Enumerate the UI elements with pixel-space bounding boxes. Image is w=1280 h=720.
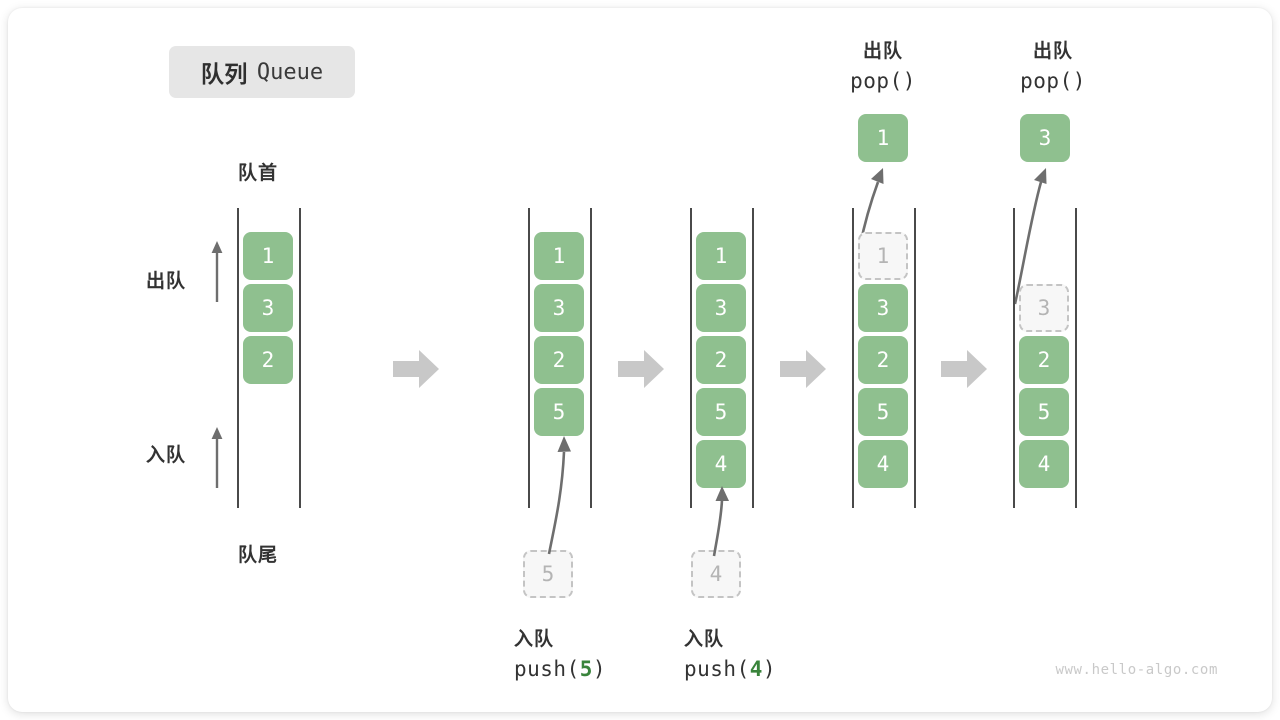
code-prefix: push( bbox=[514, 656, 580, 681]
queue-rail-right-5 bbox=[1075, 208, 1077, 508]
code-suffix: ) bbox=[762, 656, 777, 681]
queue-cell: 2 bbox=[696, 336, 746, 384]
popped-cell: 1 bbox=[858, 114, 908, 162]
queue-cell: 1 bbox=[696, 232, 746, 280]
step-arrow-icon bbox=[393, 350, 439, 388]
queue-rail-right-3 bbox=[752, 208, 754, 508]
queue-cell: 5 bbox=[1019, 388, 1069, 436]
caption-cn: 出队 bbox=[862, 41, 903, 62]
queue-cell: 2 bbox=[243, 336, 293, 384]
queue-rail-left-3 bbox=[690, 208, 692, 508]
queue-cell: 2 bbox=[1019, 336, 1069, 384]
incoming-ghost-cell: 5 bbox=[523, 550, 573, 598]
incoming-ghost-cell: 4 bbox=[691, 550, 741, 598]
queue-rail-left-2 bbox=[528, 208, 530, 508]
caption-push-4: 入队 push(4) bbox=[684, 626, 804, 684]
code-prefix: push( bbox=[684, 656, 750, 681]
label-dequeue: 出队 bbox=[146, 271, 187, 292]
enqueue-up-arrow-icon bbox=[211, 427, 223, 488]
dequeue-up-arrow-icon bbox=[211, 241, 223, 302]
popped-cell: 3 bbox=[1020, 114, 1070, 162]
title-en: Queue bbox=[256, 59, 324, 85]
caption-pop-1: 出队 pop() bbox=[828, 38, 938, 96]
step-arrow-icon bbox=[618, 350, 664, 388]
queue-cell: 1 bbox=[534, 232, 584, 280]
caption-cn: 出队 bbox=[1032, 41, 1073, 62]
caption-pop-3: 出队 pop() bbox=[998, 38, 1108, 96]
code-arg: 5 bbox=[579, 656, 593, 681]
queue-rail-right-4 bbox=[914, 208, 916, 508]
queue-rail-left-4 bbox=[852, 208, 854, 508]
title-cn: 队列 bbox=[200, 61, 248, 87]
queue-cell: 2 bbox=[858, 336, 908, 384]
queue-cell-removed: 1 bbox=[858, 232, 908, 280]
caption-cn: 入队 bbox=[514, 629, 555, 650]
title-badge: 队列 Queue bbox=[169, 46, 355, 98]
queue-cell: 1 bbox=[243, 232, 293, 280]
queue-cell: 5 bbox=[858, 388, 908, 436]
queue-cell: 3 bbox=[858, 284, 908, 332]
queue-cell: 4 bbox=[858, 440, 908, 488]
queue-cell: 3 bbox=[243, 284, 293, 332]
queue-cell: 3 bbox=[534, 284, 584, 332]
step-arrow-icon bbox=[780, 350, 826, 388]
queue-cell-new: 5 bbox=[534, 388, 584, 436]
queue-rail-left-1 bbox=[237, 208, 239, 508]
push-arrow-icon bbox=[712, 486, 729, 557]
queue-rail-right-1 bbox=[299, 208, 301, 508]
queue-cell-new: 4 bbox=[696, 440, 746, 488]
step-arrow-icon bbox=[941, 350, 987, 388]
code-suffix: ) bbox=[592, 656, 607, 681]
queue-cell-removed: 3 bbox=[1019, 284, 1069, 332]
queue-cell: 3 bbox=[696, 284, 746, 332]
caption-code: push(5) bbox=[514, 654, 634, 684]
queue-cell: 4 bbox=[1019, 440, 1069, 488]
caption-cn: 入队 bbox=[684, 629, 725, 650]
pop-arrow-icon bbox=[1013, 168, 1047, 305]
diagram-canvas: 队列 Queue 队首 队尾 出队 入队 1 3 2 1 3 2 5 5 入队 … bbox=[8, 8, 1272, 712]
label-rear: 队尾 bbox=[238, 545, 279, 566]
caption-push-5: 入队 push(5) bbox=[514, 626, 634, 684]
caption-code: push(4) bbox=[684, 654, 804, 684]
queue-rail-right-2 bbox=[590, 208, 592, 508]
code-arg: 4 bbox=[749, 656, 763, 681]
watermark: www.hello-algo.com bbox=[1055, 662, 1218, 678]
push-arrow-icon bbox=[547, 436, 571, 555]
label-enqueue: 入队 bbox=[146, 445, 187, 466]
queue-cell: 5 bbox=[696, 388, 746, 436]
queue-rail-left-5 bbox=[1013, 208, 1015, 508]
label-front: 队首 bbox=[238, 163, 279, 184]
caption-code: pop() bbox=[1020, 68, 1086, 93]
caption-code: pop() bbox=[850, 68, 916, 93]
queue-cell: 2 bbox=[534, 336, 584, 384]
